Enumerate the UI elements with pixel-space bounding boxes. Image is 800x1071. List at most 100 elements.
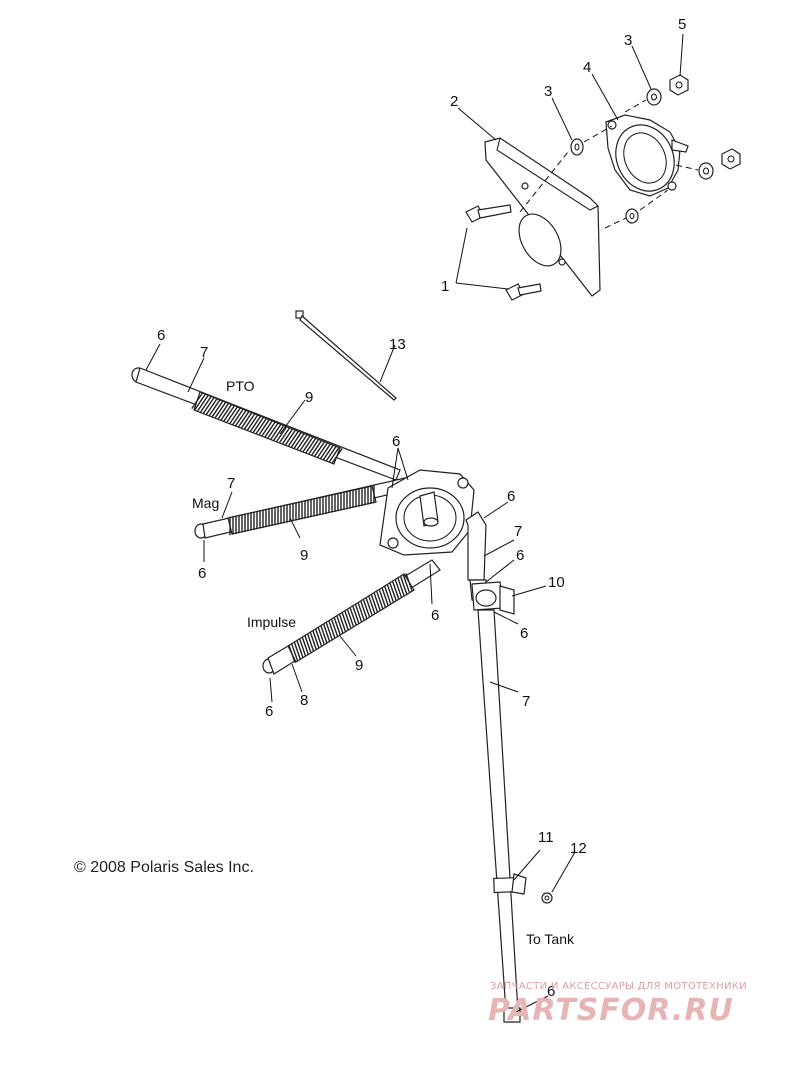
spring-coil xyxy=(316,442,329,459)
spring-coil xyxy=(389,582,397,601)
callout-6-impulse: 6 xyxy=(265,703,273,720)
spring-coil xyxy=(267,422,279,439)
upper-leaders xyxy=(455,33,684,290)
spring-coil xyxy=(357,602,365,621)
spring-coil xyxy=(258,419,270,436)
spring-coil xyxy=(305,437,317,454)
spring-coil xyxy=(309,631,317,650)
spring-coil xyxy=(226,406,238,423)
callout-6-impulse-pump: 6 xyxy=(431,607,439,624)
spring-coil xyxy=(194,394,206,411)
bolt-upper xyxy=(465,204,512,223)
label-pto: PTO xyxy=(226,378,255,394)
spring-coil xyxy=(301,636,309,655)
spring-coil xyxy=(314,628,323,647)
spring-coil xyxy=(330,618,339,637)
spring-coil xyxy=(328,620,336,639)
spring-coil xyxy=(191,393,203,409)
spring-coil xyxy=(349,607,357,626)
spring-coil xyxy=(255,418,267,435)
callout-11: 11 xyxy=(538,829,554,846)
spring-coil xyxy=(386,584,395,603)
tie-strap xyxy=(295,310,397,401)
label-to-tank: To Tank xyxy=(526,931,575,947)
callout-6-pump: 6 xyxy=(392,433,400,450)
callout-numbers: 1 2 3 3 4 5 6 7 9 13 6 7 6 9 6 7 6 10 6 … xyxy=(157,16,686,1000)
spring-coil xyxy=(333,617,341,636)
spring-coil xyxy=(376,591,384,609)
spring-coil xyxy=(243,413,256,430)
spring-coil xyxy=(360,600,368,619)
callout-6-mag: 6 xyxy=(198,565,206,582)
spring-coil xyxy=(331,448,343,464)
spring-coil xyxy=(397,577,405,596)
callout-9-impulse: 9 xyxy=(355,657,363,674)
spring-coil xyxy=(402,574,411,593)
spring-coil xyxy=(405,573,413,591)
callout-6-bottom: 6 xyxy=(547,983,555,1000)
spring-coil xyxy=(237,411,250,428)
callout-6-outlet: 6 xyxy=(507,488,515,505)
callout-3a: 3 xyxy=(544,83,552,100)
spring-coil xyxy=(293,433,305,450)
washer-left xyxy=(570,138,584,156)
impulse-hose xyxy=(262,559,441,675)
spring-coil xyxy=(304,635,312,654)
callout-6-valve-bottom: 6 xyxy=(520,625,528,642)
outlet-line xyxy=(465,511,553,1023)
spring-coil xyxy=(208,399,221,416)
callout-7-outlet: 7 xyxy=(514,523,522,540)
screw xyxy=(541,892,553,904)
callout-1: 1 xyxy=(441,278,449,295)
callout-7-mag: 7 xyxy=(227,475,235,492)
hose-labels: PTO Mag Impulse To Tank xyxy=(192,378,575,947)
spring-coil xyxy=(293,641,301,660)
spring-coil xyxy=(211,401,224,418)
callout-8: 8 xyxy=(300,692,308,709)
spring-coil xyxy=(307,438,320,455)
mounting-bracket-assembly xyxy=(465,74,741,301)
pto-hose xyxy=(131,367,401,481)
spring-coil xyxy=(313,441,326,458)
spring-coil xyxy=(394,579,403,598)
callout-6-pto: 6 xyxy=(157,327,165,344)
callout-3b: 3 xyxy=(624,32,632,49)
spring-coil xyxy=(306,633,315,652)
spring-coil xyxy=(197,395,209,412)
nut-top xyxy=(669,74,689,96)
lower-leaders xyxy=(145,343,576,1013)
spring-coil xyxy=(275,426,288,443)
copyright-notice: © 2008 Polaris Sales Inc. xyxy=(74,859,254,876)
spring-coil xyxy=(246,414,259,431)
spring-coil xyxy=(362,599,371,618)
spring-coil xyxy=(235,410,247,427)
bolt-lower xyxy=(505,283,542,301)
callout-7-long: 7 xyxy=(522,693,530,710)
spring-coil xyxy=(336,615,344,634)
spring-coil xyxy=(288,645,296,663)
spring-coil xyxy=(252,417,264,434)
callout-9-pto: 9 xyxy=(305,389,313,406)
central-pump xyxy=(379,469,475,556)
callout-2: 2 xyxy=(450,93,458,110)
spring-coil xyxy=(217,403,229,420)
callout-7-pto: 7 xyxy=(200,344,208,361)
watermark: ЗАПЧАСТИ И АКСЕССУАРЫ ДЛЯ МОТОТЕХНИКИ PA… xyxy=(488,981,747,1028)
spring-coil xyxy=(370,594,379,613)
spring-coil xyxy=(284,429,297,446)
spring-coil xyxy=(319,443,332,460)
spring-coil xyxy=(352,605,360,624)
spring-coil xyxy=(368,595,376,614)
spring-coil xyxy=(290,643,299,662)
spring-coil xyxy=(278,427,291,444)
spring-coil xyxy=(378,589,387,608)
spring-coil xyxy=(296,434,308,451)
spring-coil xyxy=(229,407,241,424)
impulse-spring xyxy=(288,573,413,663)
spring-coil xyxy=(287,430,299,447)
callout-12: 12 xyxy=(570,840,587,857)
fuel-pump xyxy=(605,114,689,197)
spring-coil xyxy=(296,640,304,659)
spring-coil xyxy=(344,610,352,629)
